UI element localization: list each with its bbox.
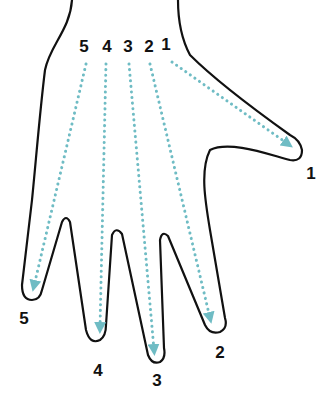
- callout-number: 5: [79, 38, 88, 55]
- callout-number: 5: [19, 310, 28, 327]
- finger-arrow: [34, 64, 86, 286]
- finger-arrow: [150, 64, 210, 318]
- callout-number: 3: [123, 38, 132, 55]
- hand-outline: [22, 0, 302, 363]
- finger-arrow: [172, 62, 288, 144]
- callout-number: 4: [102, 38, 111, 55]
- callout-number: 4: [93, 362, 102, 379]
- finger-arrow: [100, 64, 106, 328]
- callout-number: 3: [152, 372, 161, 389]
- callout-number: 2: [215, 344, 224, 361]
- callout-number: 1: [161, 36, 170, 53]
- callout-number: 2: [144, 38, 153, 55]
- finger-arrow: [129, 64, 154, 350]
- callout-number: 1: [306, 165, 315, 182]
